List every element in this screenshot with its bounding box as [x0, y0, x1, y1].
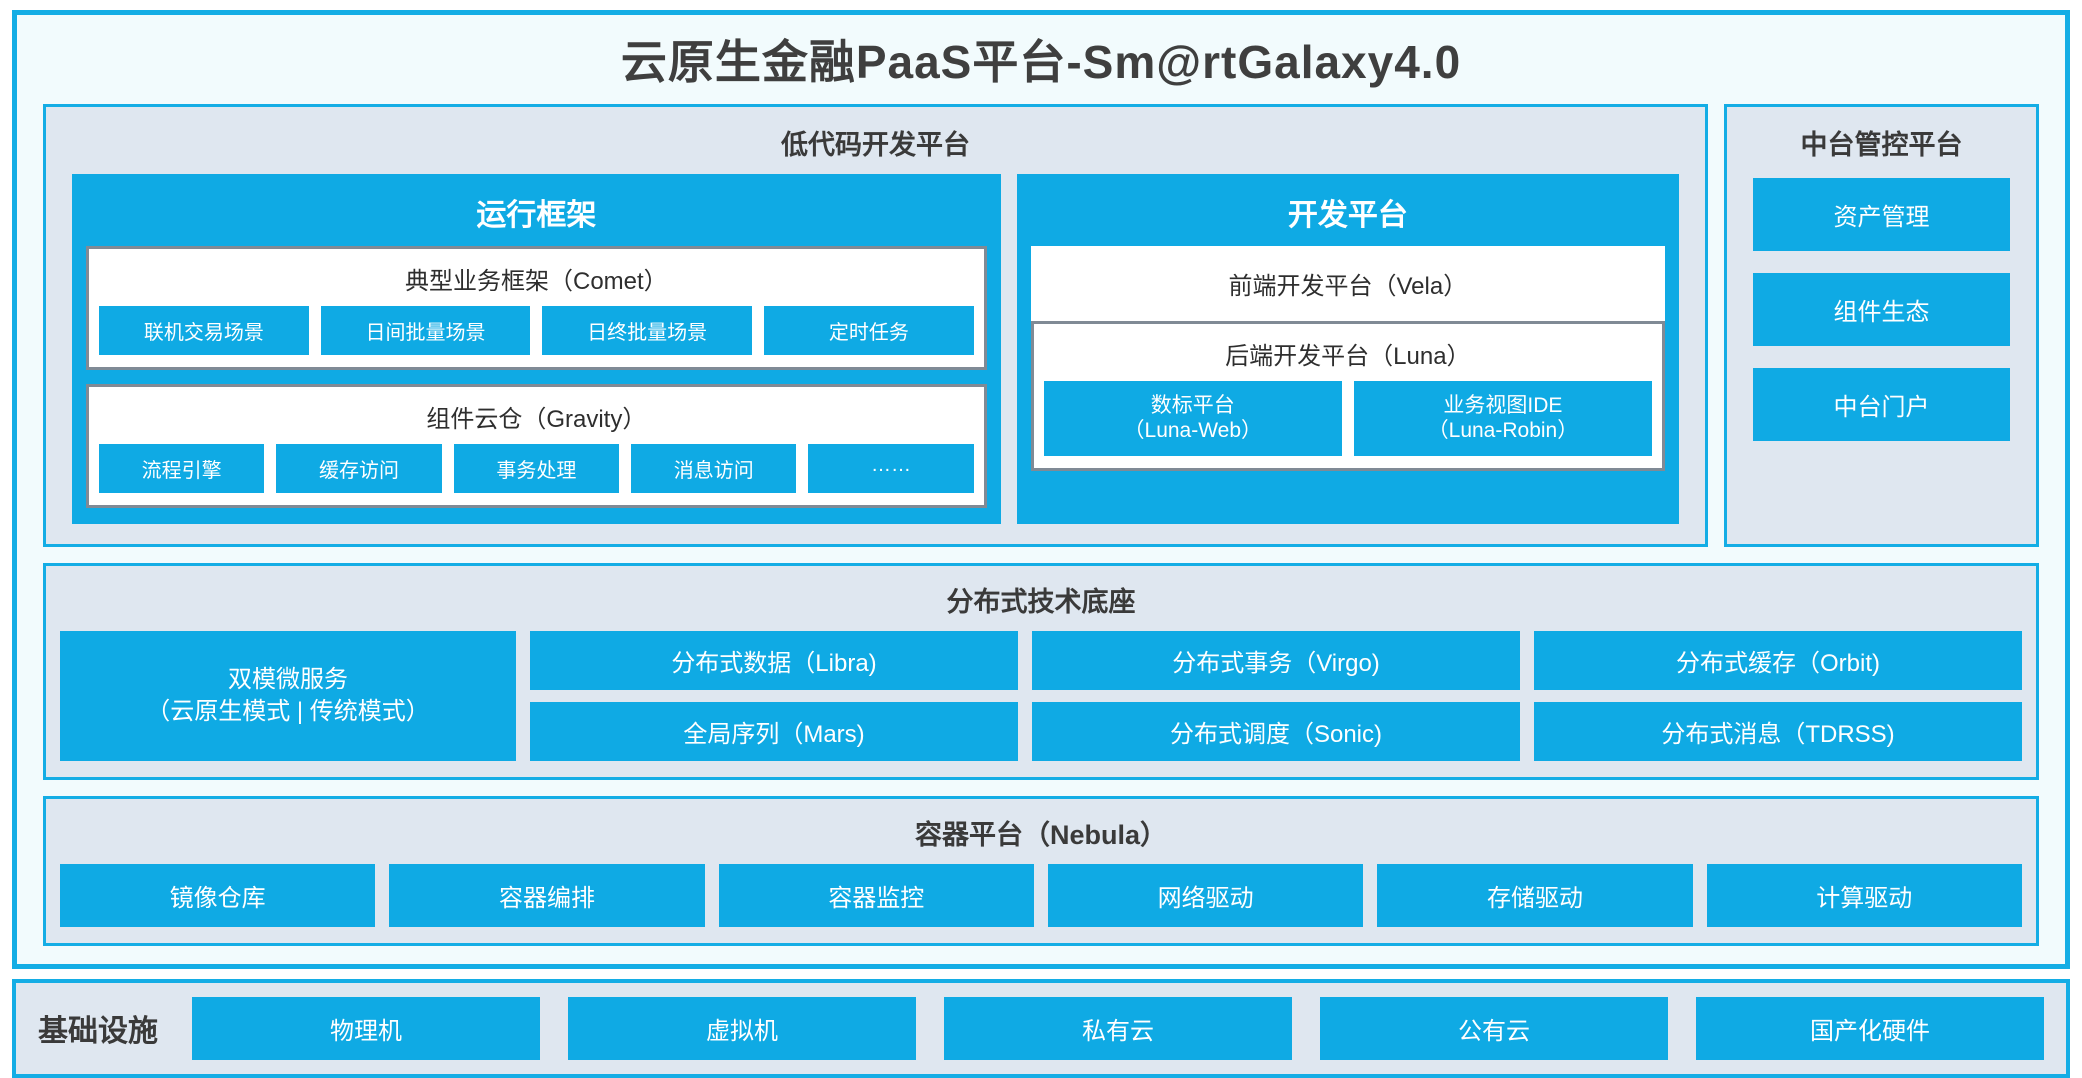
dual-mode-line2: （云原生模式 | 传统模式）	[146, 697, 430, 725]
container-item-monitoring[interactable]: 容器监控	[718, 863, 1034, 927]
distributed-cell-orbit[interactable]: 分布式缓存（Orbit)	[1534, 630, 2022, 690]
runtime-framework-card: 运行框架 典型业务框架（Comet） 联机交易场景 日间批量场景 日终批量场景 …	[72, 173, 1001, 524]
midplatform-item-portal[interactable]: 中台门户	[1753, 367, 2010, 441]
distributed-cell-libra[interactable]: 分布式数据（Libra)	[530, 630, 1018, 690]
container-item-storage-driver[interactable]: 存储驱动	[1377, 863, 1693, 927]
dual-mode-line1: 双模微服务	[227, 665, 348, 693]
infrastructure-item-public-cloud[interactable]: 公有云	[1320, 996, 1668, 1060]
distributed-column-1: 分布式数据（Libra) 全局序列（Mars)	[530, 630, 1018, 761]
backend-item-line1: 业务视图IDE	[1443, 393, 1563, 417]
backend-item-line1: 数标平台	[1150, 393, 1235, 417]
container-item-image-repo[interactable]: 镜像仓库	[60, 863, 376, 927]
infrastructure-frame: 基础设施 物理机 虚拟机 私有云 公有云 国产化硬件	[12, 978, 2070, 1078]
infrastructure-cells: 物理机 虚拟机 私有云 公有云 国产化硬件	[192, 996, 2044, 1060]
gravity-chip-row: 流程引擎 缓存访问 事务处理 消息访问 ……	[99, 443, 974, 493]
distributed-column-2: 分布式事务（Virgo) 分布式调度（Sonic)	[1032, 630, 1520, 761]
comet-item[interactable]: 日终批量场景	[542, 305, 753, 355]
dual-mode-microservice-cell[interactable]: 双模微服务 （云原生模式 | 传统模式）	[60, 630, 516, 761]
container-item-compute-driver[interactable]: 计算驱动	[1706, 863, 2022, 927]
midplatform-title: 中台管控平台	[1800, 129, 1963, 160]
comet-box: 典型业务框架（Comet） 联机交易场景 日间批量场景 日终批量场景 定时任务	[86, 245, 987, 370]
distributed-cell-virgo[interactable]: 分布式事务（Virgo)	[1032, 630, 1520, 690]
gravity-box: 组件云仓（Gravity） 流程引擎 缓存访问 事务处理 消息访问 ……	[86, 383, 987, 508]
infrastructure-item-physical[interactable]: 物理机	[192, 996, 540, 1060]
container-platform-row: 镜像仓库 容器编排 容器监控 网络驱动 存储驱动 计算驱动	[60, 863, 2022, 927]
backend-item-line2: （Luna-Robin）	[1427, 419, 1579, 443]
backend-item-luna-robin[interactable]: 业务视图IDE （Luna-Robin）	[1353, 380, 1653, 456]
infrastructure-item-domestic-hardware[interactable]: 国产化硬件	[1696, 996, 2044, 1060]
frontend-platform-box[interactable]: 前端开发平台（Vela）	[1030, 245, 1665, 321]
comet-item[interactable]: 定时任务	[764, 305, 974, 355]
diagram-page: 云原生金融PaaS平台-Sm@rtGalaxy4.0 低代码开发平台 运行框架 …	[12, 10, 2070, 1078]
comet-chip-row: 联机交易场景 日间批量场景 日终批量场景 定时任务	[99, 305, 974, 355]
container-item-orchestration[interactable]: 容器编排	[389, 863, 705, 927]
comet-title: 典型业务框架（Comet）	[405, 267, 668, 295]
gravity-item-more[interactable]: ……	[808, 443, 974, 493]
distributed-cell-tdrss[interactable]: 分布式消息（TDRSS)	[1534, 701, 2022, 761]
gravity-item[interactable]: 消息访问	[631, 443, 797, 493]
infrastructure-label: 基础设施	[38, 1015, 158, 1049]
gravity-item[interactable]: 缓存访问	[276, 443, 442, 493]
container-platform-panel: 容器平台（Nebula） 镜像仓库 容器编排 容器监控 网络驱动 存储驱动 计算…	[43, 795, 2039, 946]
runtime-framework-title: 运行框架	[476, 198, 597, 232]
gravity-item[interactable]: 流程引擎	[99, 443, 265, 493]
distributed-column-3: 分布式缓存（Orbit) 分布式消息（TDRSS)	[1534, 630, 2022, 761]
midplatform-item-asset[interactable]: 资产管理	[1753, 177, 2010, 251]
lowcode-platform-panel: 低代码开发平台 运行框架 典型业务框架（Comet） 联机交易场景 日间批量场景…	[43, 103, 1708, 547]
midplatform-panel: 中台管控平台 资产管理 组件生态 中台门户	[1724, 103, 2039, 547]
lowcode-platform-title: 低代码开发平台	[781, 129, 970, 160]
container-platform-title: 容器平台（Nebula）	[914, 819, 1168, 850]
distributed-base-panel: 分布式技术底座 双模微服务 （云原生模式 | 传统模式） 分布式数据（Libra…	[43, 562, 2039, 780]
backend-item-line2: （Luna-Web）	[1123, 419, 1263, 443]
container-item-network-driver[interactable]: 网络驱动	[1047, 863, 1364, 927]
distributed-base-columns: 双模微服务 （云原生模式 | 传统模式） 分布式数据（Libra) 全局序列（M…	[60, 630, 2022, 761]
gravity-title: 组件云仓（Gravity）	[426, 405, 647, 433]
backend-platform-title: 后端开发平台（Luna）	[1225, 342, 1471, 370]
midplatform-item-component[interactable]: 组件生态	[1753, 272, 2010, 346]
infrastructure-item-virtual[interactable]: 虚拟机	[568, 996, 916, 1060]
development-platform-title: 开发平台	[1287, 198, 1408, 232]
backend-item-luna-web[interactable]: 数标平台 （Luna-Web）	[1043, 380, 1342, 456]
lowcode-columns: 运行框架 典型业务框架（Comet） 联机交易场景 日间批量场景 日终批量场景 …	[58, 173, 1693, 528]
infrastructure-item-private-cloud[interactable]: 私有云	[944, 996, 1292, 1060]
distributed-cell-mars[interactable]: 全局序列（Mars)	[530, 701, 1018, 761]
distributed-base-title: 分布式技术底座	[946, 586, 1136, 617]
development-platform-card: 开发平台 前端开发平台（Vela） 后端开发平台（Luna） 数标平台 （Lun…	[1016, 173, 1679, 524]
gravity-item[interactable]: 事务处理	[453, 443, 620, 493]
platform-main-frame: 云原生金融PaaS平台-Sm@rtGalaxy4.0 低代码开发平台 运行框架 …	[12, 10, 2070, 969]
backend-platform-box: 后端开发平台（Luna） 数标平台 （Luna-Web） 业务视图IDE （Lu…	[1030, 320, 1665, 471]
backend-chip-row: 数标平台 （Luna-Web） 业务视图IDE （Luna-Robin）	[1043, 380, 1653, 456]
distributed-cell-sonic[interactable]: 分布式调度（Sonic)	[1032, 701, 1520, 761]
page-title: 云原生金融PaaS平台-Sm@rtGalaxy4.0	[620, 36, 1462, 88]
upper-section: 低代码开发平台 运行框架 典型业务框架（Comet） 联机交易场景 日间批量场景…	[43, 103, 2039, 547]
comet-item[interactable]: 日间批量场景	[320, 305, 531, 355]
comet-item[interactable]: 联机交易场景	[99, 305, 309, 355]
